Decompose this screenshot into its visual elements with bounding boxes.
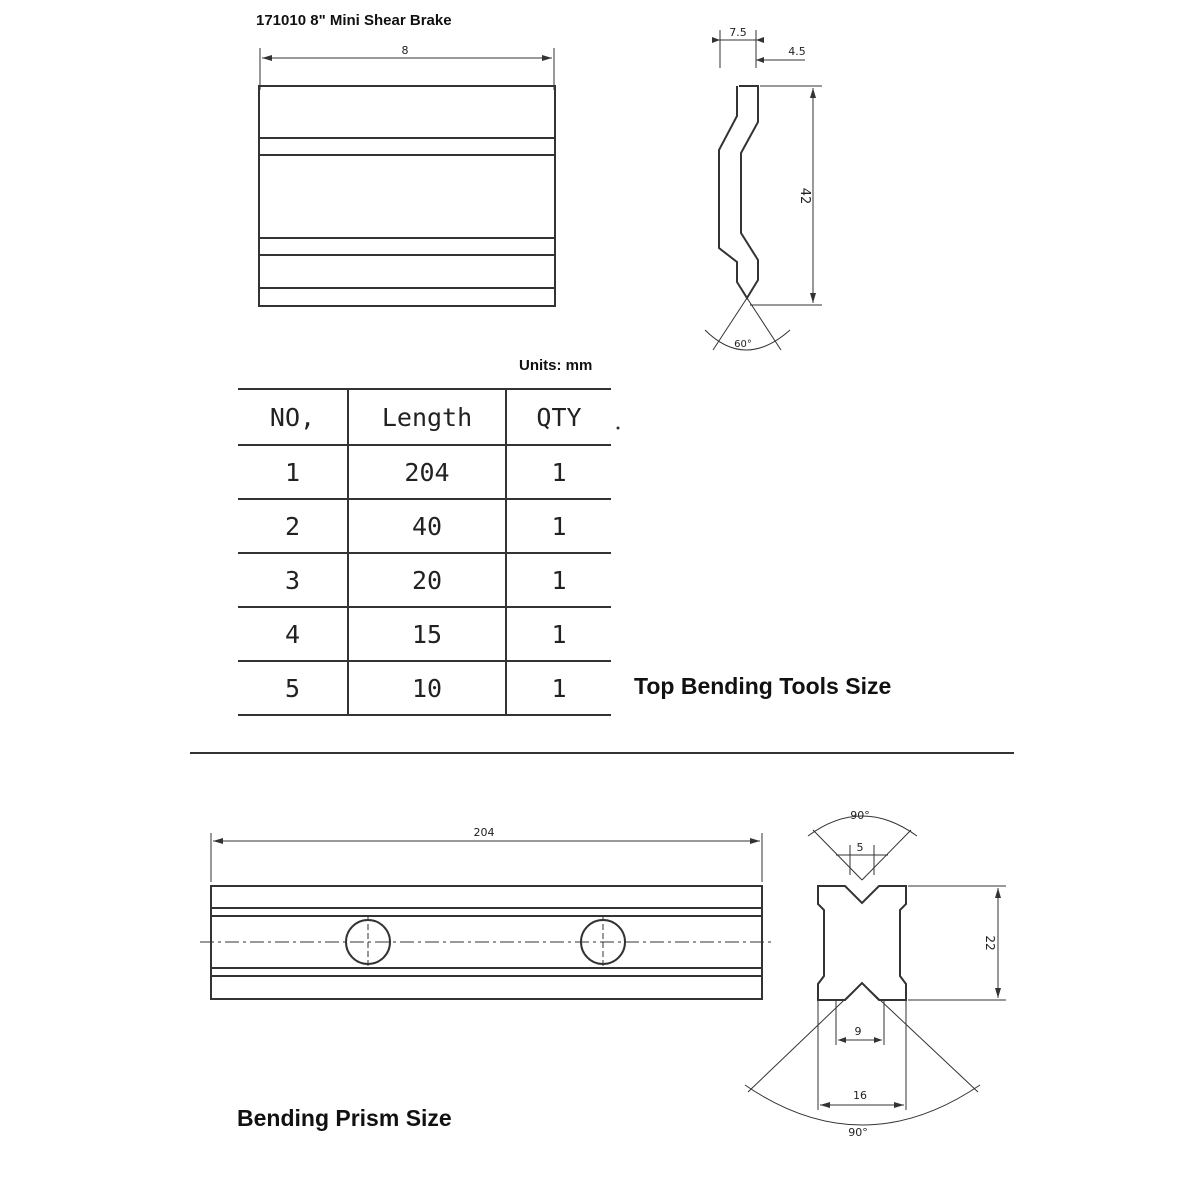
cell-qty: 1 [506,445,611,500]
dim-tip-angle: 60° [734,339,752,350]
table-row: 4 15 1 [238,607,611,662]
header-length: Length [347,388,507,446]
units-note: Units: mm [519,357,593,374]
cell-no: 1 [238,445,348,500]
cell-qty: 1 [506,661,611,716]
dim-prism-bottom-outer: 16 [853,1089,867,1102]
cell-length: 204 [347,445,507,500]
header-qty: QTY [506,388,611,446]
dim-prism-length: 204 [474,826,495,839]
top-tool-profile: 7.5 4.5 42 60° [704,26,822,351]
cell-length: 15 [347,607,507,662]
cell-no: 5 [238,661,348,716]
cell-qty: 1 [506,607,611,662]
size-table: NO, Length QTY 1 204 1 2 40 1 3 20 1 4 1… [238,388,611,716]
dim-top-width: 8 [402,44,409,57]
table-header-row: NO, Length QTY [238,388,611,446]
table-row: 1 204 1 [238,445,611,500]
cell-qty: 1 [506,553,611,608]
prism-label: Bending Prism Size [237,1105,452,1131]
table-row: 3 20 1 [238,553,611,608]
dim-prism-top-angle: 90° [850,809,870,822]
dim-prism-top-width: 5 [857,841,864,854]
cell-length: 10 [347,661,507,716]
top-tool-front-view: 8 [258,44,556,307]
dim-profile-offset: 4.5 [788,45,806,58]
cell-length: 40 [347,499,507,554]
dim-prism-height: 22 [983,935,997,950]
cell-no: 3 [238,553,348,608]
dim-prism-bottom-angle: 90° [848,1126,868,1139]
prism-section: 90° 5 22 90° 9 16 [744,809,1006,1139]
table-row: 5 10 1 [238,661,611,716]
header-no: NO, [238,388,348,446]
dim-profile-height: 42 [797,188,812,205]
cell-length: 20 [347,553,507,608]
table-row: 2 40 1 [238,499,611,554]
cell-no: 2 [238,499,348,554]
dim-prism-bottom-inner: 9 [855,1025,862,1038]
cell-no: 4 [238,607,348,662]
prism-front-view: 204 [200,826,775,1000]
cell-qty: 1 [506,499,611,554]
drawing-title: 171010 8" Mini Shear Brake [256,12,452,29]
dim-profile-thickness: 7.5 [729,26,747,39]
top-tools-label: Top Bending Tools Size [634,673,892,699]
